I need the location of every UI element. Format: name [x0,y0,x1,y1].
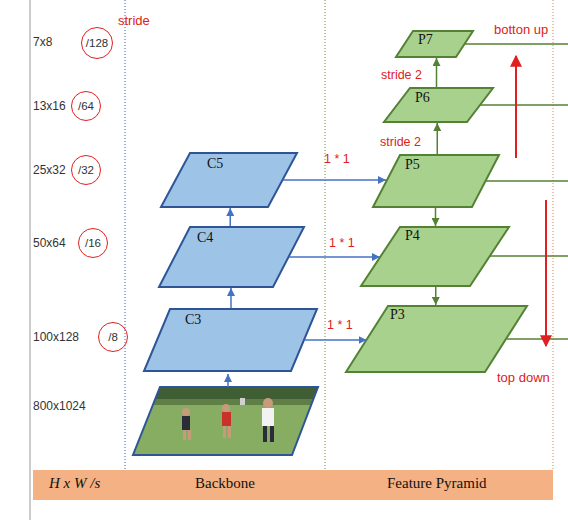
stage-name: P5 [405,157,420,173]
direction-arrow [545,200,547,346]
margin-line [30,0,31,520]
connector-arrow [435,208,437,226]
connector-arrow [289,256,380,258]
parallelogram-shape [345,305,528,373]
backbone-stage: C5 [160,152,298,208]
connector-arrow [230,288,232,308]
legend-band: H x W /s Backbone Feature Pyramid [33,470,553,500]
dimension-label: 50x64 [33,236,66,250]
backbone-stage: C3 [143,308,318,372]
output-line [490,255,568,257]
dimension-label: 100x128 [33,330,79,344]
output-line [486,180,568,182]
stride-circle: /8 [98,322,128,352]
connector-arrow [437,123,439,154]
stage-name: C4 [197,230,213,246]
parallelogram-outline [361,227,509,286]
photo-frame [133,387,318,455]
stride-value: /128 [86,37,108,49]
output-line [480,104,568,106]
output-line [507,338,568,340]
connector-arrow [435,287,437,305]
annotation-label: stride [118,13,150,28]
edge-label: stride 2 [381,68,422,82]
photo-illustration [130,385,322,457]
stage-name: P3 [390,307,405,323]
edge-label: 1 * 1 [329,236,355,250]
divider-line [125,0,126,470]
stage-name: C3 [185,312,201,328]
stride-value: /8 [108,331,118,343]
parallelogram-shape [383,87,494,123]
parallelogram-shape [143,308,318,372]
stride-circle: /64 [71,91,101,121]
pyramid-level: P5 [372,154,500,208]
stride-circle: /32 [71,155,101,185]
stride-circle: /128 [81,27,113,59]
pyramid-level: P4 [360,226,510,287]
stride-value: /32 [78,164,94,176]
connector-arrow [305,339,367,341]
connector-arrow [230,208,232,226]
column-heading: Feature Pyramid [387,475,487,492]
parallelogram-shape [160,152,298,208]
parallelogram-outline [373,155,499,207]
stage-name: P4 [405,228,420,244]
connector-arrow [436,58,438,87]
pyramid-level: P7 [395,30,474,58]
dimension-label: 13x16 [33,99,66,113]
stride-value: /64 [78,100,94,112]
divider-line [553,0,554,470]
dimension-label: 25x32 [33,163,66,177]
direction-arrow [515,56,517,158]
parallelogram-outline [144,309,317,371]
annotation-label: botton up [494,22,548,37]
annotation-label: top down [497,370,550,385]
pyramid-level: P3 [345,305,528,373]
stage-name: P6 [415,90,430,106]
column-heading: Backbone [195,475,255,492]
input-arrow [227,374,229,387]
divider-line [325,0,326,470]
parallelogram-shape [360,226,510,287]
parallelogram-shape [158,226,305,288]
parallelogram-outline [396,31,473,57]
stage-name: P7 [418,32,433,48]
edge-label: 1 * 1 [327,318,353,332]
dimension-label: 800x1024 [33,399,86,413]
edge-label: stride 2 [380,135,421,149]
pyramid-level: P6 [383,87,494,123]
dimension-label: 7x8 [33,35,52,49]
edge-label: 1 * 1 [324,152,350,166]
stride-value: /16 [85,237,101,249]
parallelogram-outline [159,227,304,287]
parallelogram-outline [346,306,527,372]
column-heading: H x W /s [49,475,100,492]
parallelogram-shape [395,30,474,58]
parallelogram-shape [372,154,500,208]
parallelogram-outline [161,153,297,207]
connector-arrow [283,179,386,181]
backbone-stage: C4 [158,226,305,288]
stage-name: C5 [207,156,223,172]
output-line [465,43,568,45]
parallelogram-outline [384,88,493,122]
stride-circle: /16 [78,228,108,258]
